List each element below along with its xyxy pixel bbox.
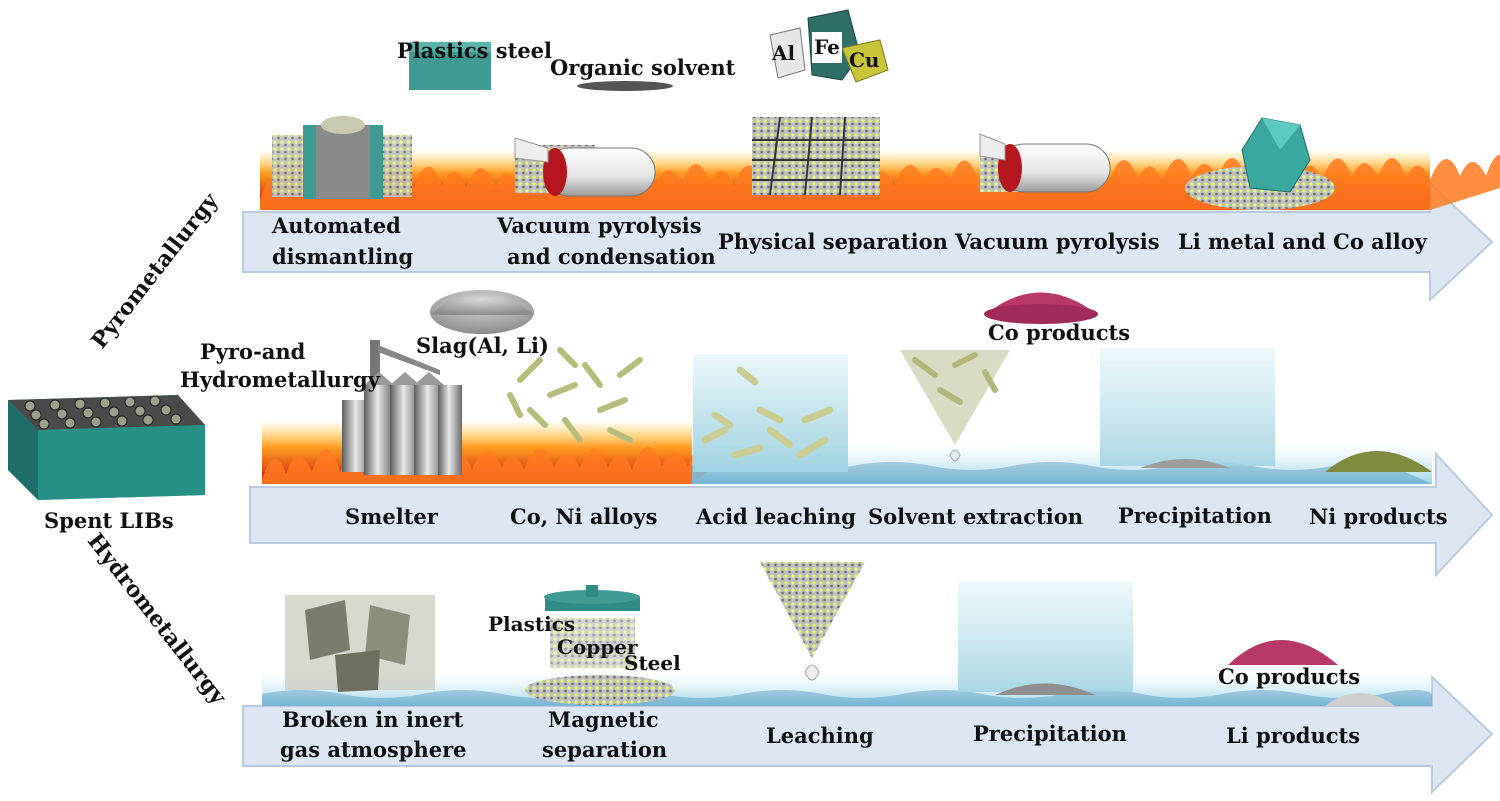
step-broken-inert-line1: Broken in inert: [282, 707, 464, 732]
co-products-label-row2: Co products: [988, 320, 1131, 345]
precipitation-tank-row2: [1100, 348, 1275, 468]
organic-solvent-label: Organic solvent: [550, 55, 736, 80]
acid-leaching-tank: [693, 354, 848, 472]
step-magnetic-separation-line1: Magnetic: [548, 707, 659, 732]
step-li-metal-co-alloy: Li metal and Co alloy: [1178, 229, 1427, 254]
step-precipitation-row2: Precipitation: [1118, 503, 1272, 528]
step-physical-separation: Physical separation: [718, 229, 948, 254]
step-vacuum-pyrolysis-condensation-line2: and condensation: [507, 244, 716, 269]
co-product-pile-row2: [984, 292, 1098, 324]
step-automated-dismantling-line2: dismantling: [272, 244, 414, 269]
pyrolysis-drum-2: [979, 133, 1111, 193]
al-label: Al: [772, 41, 796, 65]
step-broken-inert-line2: gas atmosphere: [280, 737, 467, 762]
water-strip-row3: [262, 670, 1432, 706]
organic-solvent-icon: [577, 81, 673, 91]
steel-label: Steel: [624, 651, 681, 675]
slag-pile: [430, 290, 534, 334]
co-product-pile-row3: [1228, 640, 1338, 665]
dismantling-illustration: [272, 116, 412, 199]
pyrolysis-drum-1: [514, 137, 656, 197]
step-magnetic-separation-line2: separation: [542, 737, 668, 762]
arrow-row2: [249, 451, 1494, 578]
plastics-steel-icon: [409, 42, 491, 90]
precipitation-tank-row3: [958, 582, 1133, 695]
copper-label: Copper: [557, 635, 638, 659]
li-co-alloy-illustration: [1185, 117, 1335, 210]
step-solvent-extraction: Solvent extraction: [868, 504, 1083, 529]
step-acid-leaching: Acid leaching: [696, 504, 856, 529]
leaching-funnel: [760, 562, 865, 681]
spent-libs-label: Spent LIBs: [44, 508, 174, 533]
pyro-hydro-label-line2: Hydrometallurgy: [180, 367, 380, 392]
step-ni-products: Ni products: [1309, 504, 1448, 529]
physical-separation-illustration: [752, 116, 880, 196]
step-vacuum-pyrolysis: Vacuum pyrolysis: [955, 229, 1160, 254]
spent-battery-pack: [8, 395, 205, 500]
li-product-pile: [1325, 693, 1395, 706]
broken-battery-illustration: [285, 595, 435, 692]
smelter-illustration: [342, 340, 462, 475]
fe-label: Fe: [812, 32, 842, 63]
plastics-steel-label: Plastics steel: [397, 38, 553, 63]
solvent-extraction-funnel: [900, 350, 1010, 462]
step-leaching: Leaching: [766, 723, 874, 748]
step-li-products: Li products: [1226, 723, 1361, 748]
co-products-label-row3: Co products: [1218, 664, 1361, 689]
plastics-label: Plastics: [488, 612, 576, 636]
fire-strip-row2: [262, 420, 716, 484]
ni-product-pile: [1325, 451, 1432, 472]
step-smelter: Smelter: [345, 504, 438, 529]
pyro-hydro-label-line1: Pyro-and: [200, 339, 306, 364]
step-automated-dismantling-line1: Automated: [272, 213, 401, 238]
step-precipitation-row3: Precipitation: [973, 721, 1127, 746]
step-vacuum-pyrolysis-condensation-line1: Vacuum pyrolysis: [497, 213, 702, 238]
alloy-rods: [507, 347, 643, 443]
slag-label: Slag(Al, Li): [416, 333, 549, 358]
magnetic-separator: [525, 585, 675, 705]
step-co-ni-alloys: Co, Ni alloys: [510, 504, 658, 529]
cu-label: Cu: [849, 48, 880, 72]
